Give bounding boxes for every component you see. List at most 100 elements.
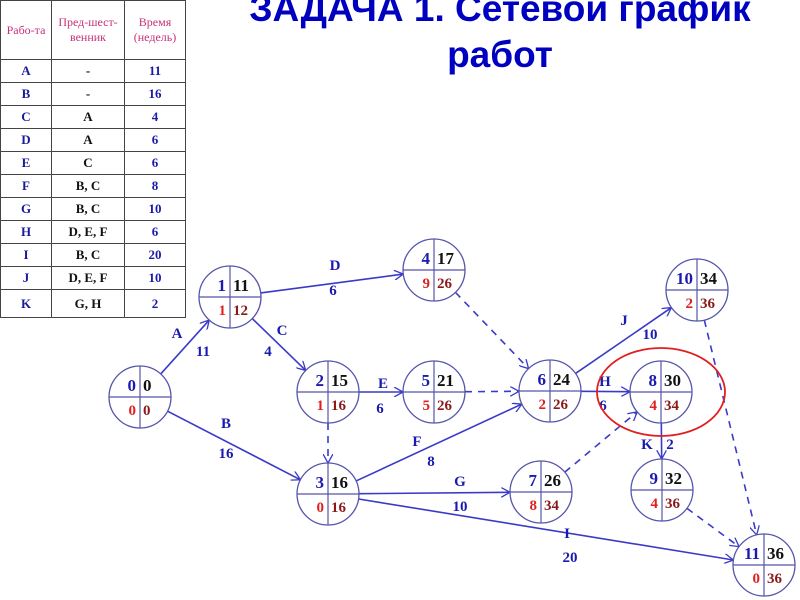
edge-label: F: [412, 434, 421, 450]
node-reserve: 2: [539, 397, 547, 413]
edge-duration: 2: [666, 437, 674, 453]
node-late: 34: [544, 498, 560, 514]
node-id: 4: [422, 249, 431, 268]
node-early: 21: [437, 371, 454, 390]
cell-time: 8: [124, 174, 186, 198]
edge-duration: 6: [599, 398, 607, 414]
edge-label: B: [221, 416, 231, 432]
node-late: 36: [767, 571, 783, 587]
node-reserve: 0: [753, 571, 761, 587]
node-late: 26: [553, 397, 569, 413]
cell-task: K: [0, 289, 52, 318]
edge-duration: 16: [219, 446, 235, 462]
node-late: 16: [331, 398, 347, 414]
edge-label: I: [564, 526, 570, 542]
cell-pred: C: [51, 151, 125, 175]
edge-D: [260, 274, 404, 294]
node-id: 6: [538, 370, 547, 389]
dummy-edge: [703, 319, 756, 535]
node-id: 11: [744, 544, 760, 563]
node-early: 36: [767, 544, 784, 563]
cell-pred: A: [51, 128, 125, 152]
node-early: 32: [665, 469, 682, 488]
column-header: Время (недель): [124, 0, 186, 60]
edge-C: [251, 318, 305, 371]
cell-time: 11: [124, 59, 186, 83]
edge-duration: 6: [376, 401, 384, 417]
dummy-edge: [564, 412, 637, 473]
node-reserve: 4: [651, 496, 659, 512]
cell-pred: -: [51, 59, 125, 83]
edge-duration: 8: [427, 454, 435, 470]
node-early: 11: [233, 276, 249, 295]
node-8: 8 30 4 34: [629, 360, 693, 424]
table-row: A-11: [0, 59, 186, 83]
cell-time: 20: [124, 243, 186, 267]
slide-title: ЗАДАЧА 1. Сетевой график работ: [249, 0, 751, 75]
node-reserve: 0: [129, 403, 137, 419]
cell-task: A: [0, 59, 52, 83]
node-11: 11 36 0 36: [732, 533, 796, 597]
node-late: 34: [664, 398, 680, 414]
edge-duration: 6: [329, 283, 337, 299]
cell-task: G: [0, 197, 52, 221]
node-late: 36: [700, 296, 716, 312]
edge-label: A: [172, 326, 183, 342]
edge-label: H: [599, 374, 611, 390]
edge-duration: 10: [643, 327, 658, 343]
node-late: 36: [665, 496, 681, 512]
edge-duration: 10: [453, 499, 468, 515]
dummy-edge: [686, 507, 739, 546]
node-reserve: 8: [530, 498, 538, 514]
edge-duration: 4: [264, 344, 272, 360]
cell-pred: G, H: [51, 289, 125, 318]
edge-J: [575, 308, 672, 375]
node-6: 6 24 2 26: [518, 359, 582, 423]
edge-duration: 11: [196, 344, 210, 360]
edge-duration: 20: [563, 550, 578, 566]
cell-time: 16: [124, 82, 186, 106]
node-reserve: 4: [650, 398, 658, 414]
node-late: 12: [233, 303, 248, 319]
cell-task: B: [0, 82, 52, 106]
critical-highlight-ellipse: [596, 347, 726, 437]
edge-I: [358, 498, 734, 560]
node-id: 9: [650, 469, 659, 488]
node-late: 0: [143, 403, 151, 419]
node-id: 3: [316, 473, 325, 492]
cell-pred: D, E, F: [51, 220, 125, 244]
node-early: 24: [553, 370, 571, 389]
edge-A: [160, 320, 210, 375]
edge-label: K: [641, 437, 653, 453]
node-reserve: 5: [423, 398, 431, 414]
edge-label: D: [330, 258, 341, 274]
node-9: 9 32 4 36: [630, 458, 694, 522]
cell-time: 2: [124, 289, 186, 318]
node-early: 16: [331, 473, 348, 492]
edge-B: [167, 410, 301, 480]
node-early: 30: [664, 371, 681, 390]
column-header: Рабо-та: [0, 0, 52, 60]
edge-label: E: [378, 376, 388, 392]
node-id: 1: [218, 276, 227, 295]
node-id: 8: [649, 371, 658, 390]
edge-label: G: [454, 474, 466, 490]
table-row: B-16: [0, 82, 186, 106]
edge-G: [358, 492, 510, 493]
node-id: 7: [529, 471, 538, 490]
node-reserve: 1: [317, 398, 325, 414]
